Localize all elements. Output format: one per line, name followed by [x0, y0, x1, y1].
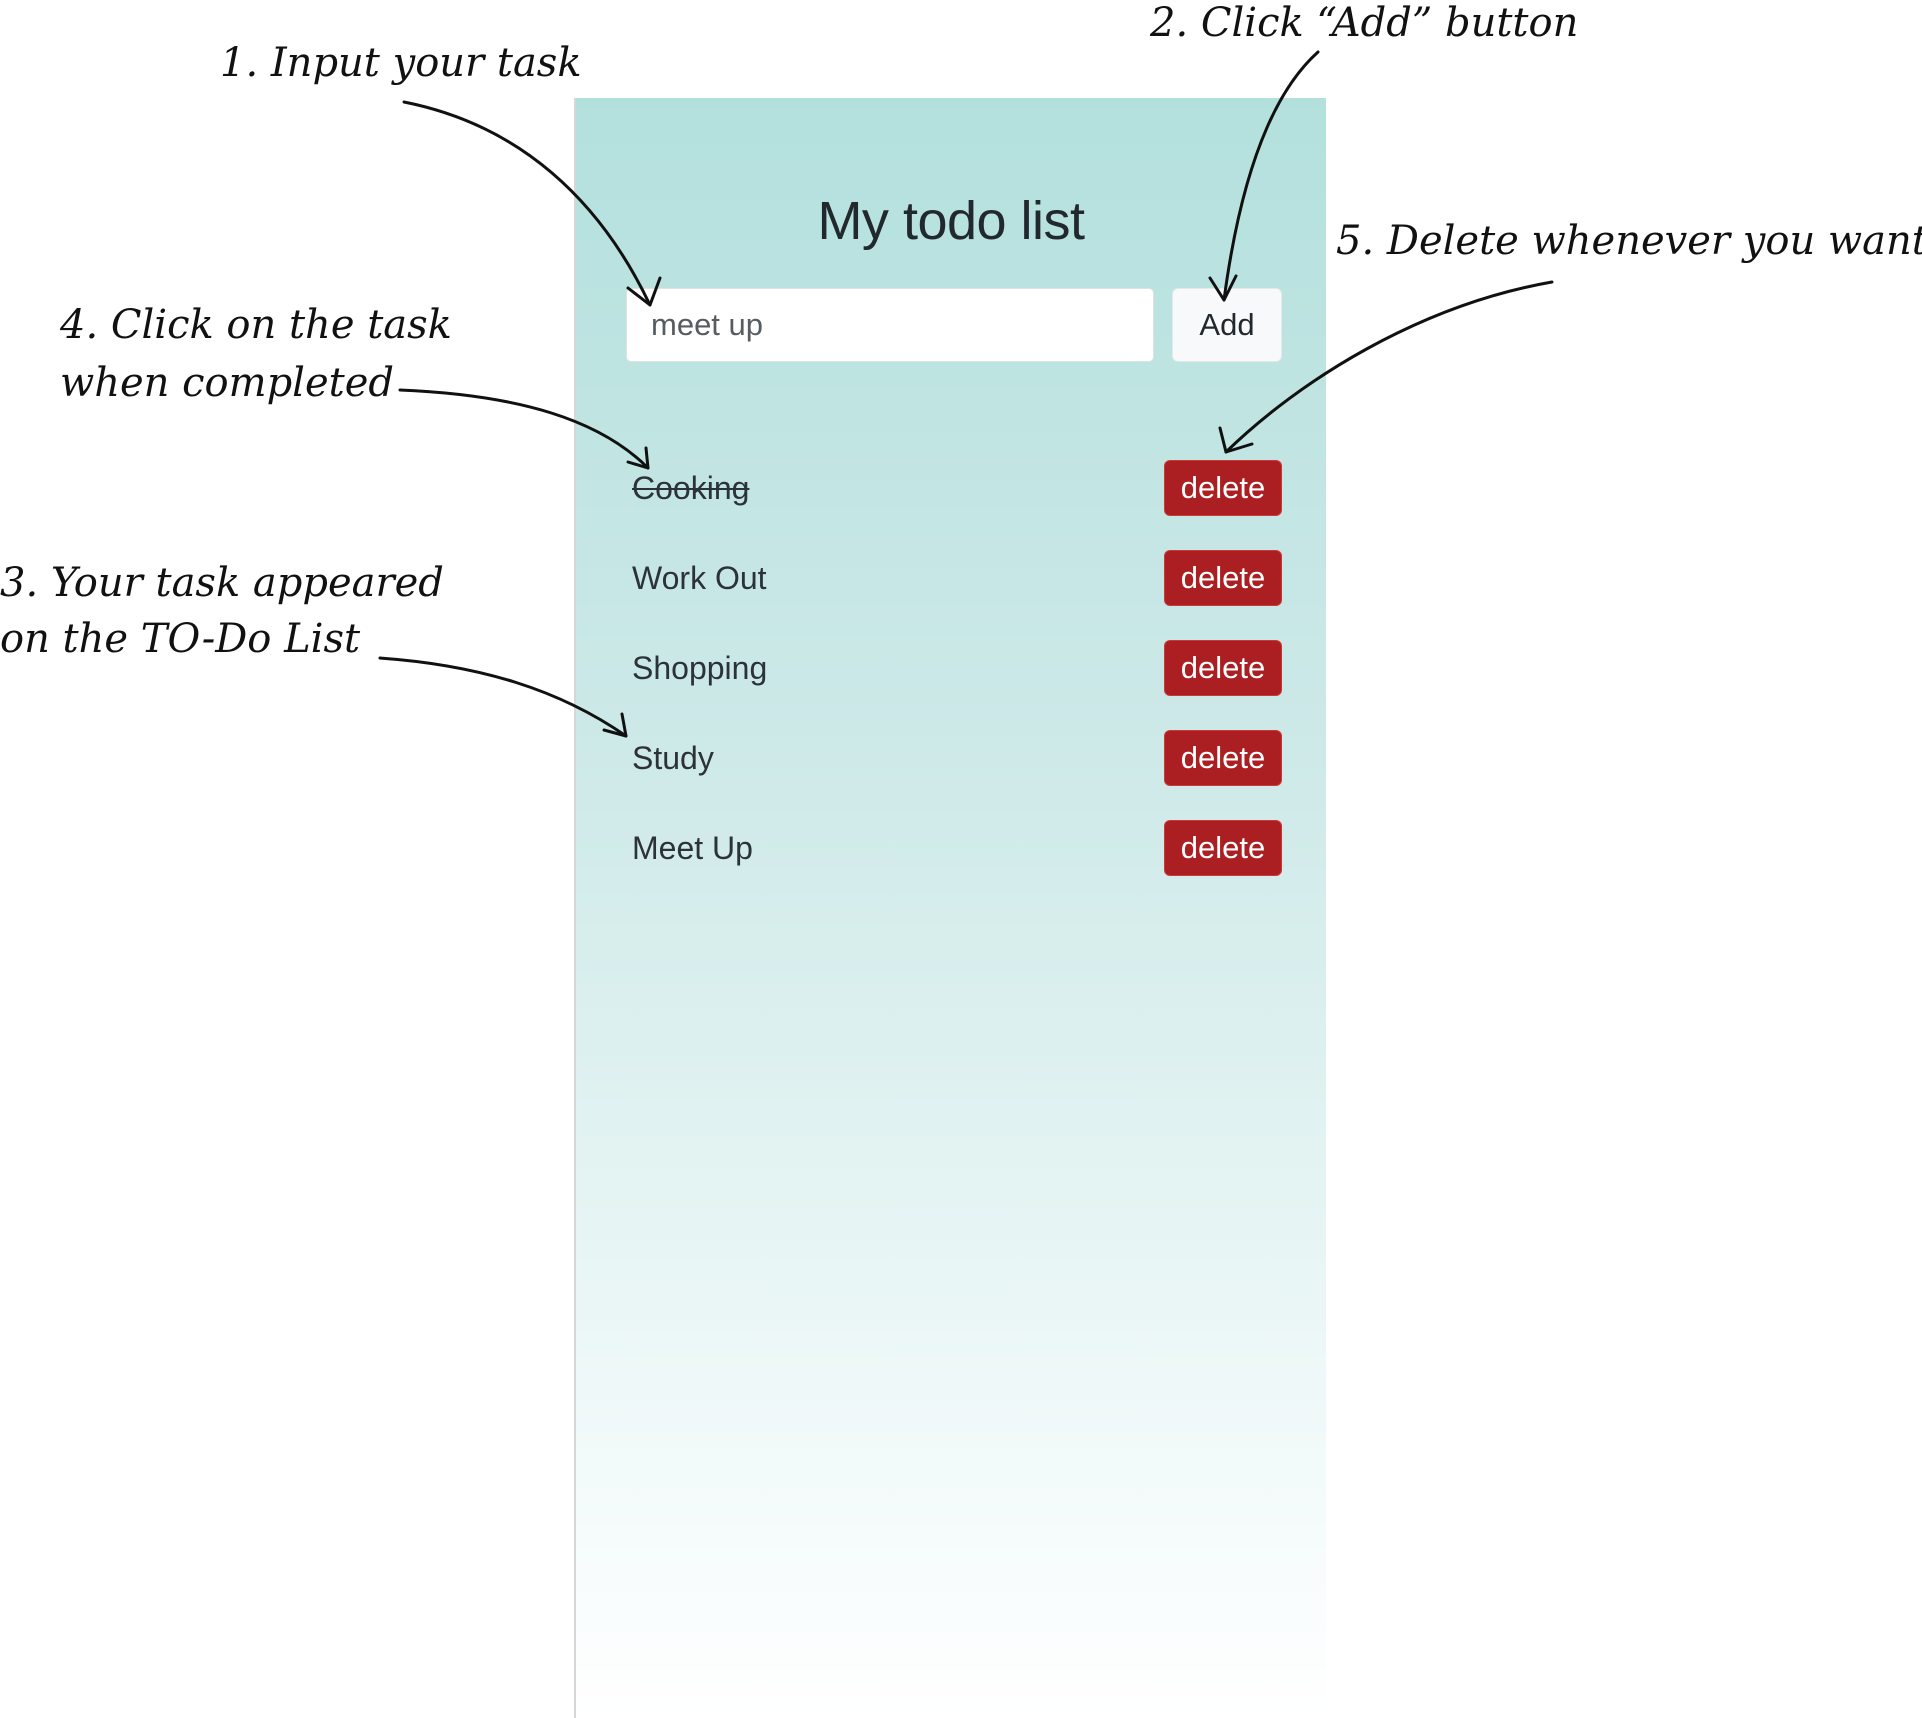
todo-text[interactable]: Study: [632, 740, 714, 776]
todo-item[interactable]: Cooking delete: [632, 460, 1282, 550]
todo-text[interactable]: Cooking: [632, 470, 750, 506]
annotation-step3-line2: on the TO-Do List: [0, 616, 361, 662]
delete-button[interactable]: delete: [1164, 820, 1282, 876]
todo-text[interactable]: Shopping: [632, 650, 768, 686]
annotation-step2: 2. Click “Add” button: [1150, 0, 1579, 46]
todo-item[interactable]: Study delete: [632, 730, 1282, 820]
arrow-step3: [378, 656, 628, 738]
todo-text[interactable]: Meet Up: [632, 830, 753, 866]
delete-button[interactable]: delete: [1164, 730, 1282, 786]
delete-button[interactable]: delete: [1164, 460, 1282, 516]
arrow-step1: [402, 100, 652, 307]
annotation-step1: 1. Input your task: [220, 40, 582, 86]
app-title: My todo list: [817, 191, 1085, 251]
todo-list: Cooking delete Work Out delete Shopping …: [632, 460, 1282, 910]
annotation-step5: 5. Delete whenever you want: [1336, 218, 1922, 264]
todo-app-panel: My todo list Add Cooking delete Work Out…: [574, 98, 1326, 1718]
arrow-step2: [1222, 50, 1320, 302]
arrow-step4: [398, 388, 650, 470]
arrow-step5: [1224, 280, 1554, 454]
todo-item[interactable]: Shopping delete: [632, 640, 1282, 730]
annotation-step4-line1: 4. Click on the task: [60, 302, 452, 348]
task-input[interactable]: [626, 288, 1154, 362]
todo-item[interactable]: Work Out delete: [632, 550, 1282, 640]
annotation-step3-line1: 3. Your task appeared: [0, 560, 444, 606]
add-button[interactable]: Add: [1172, 288, 1282, 362]
delete-button[interactable]: delete: [1164, 550, 1282, 606]
todo-text[interactable]: Work Out: [632, 560, 767, 596]
annotation-step4-line2: when completed: [60, 360, 394, 406]
todo-item[interactable]: Meet Up delete: [632, 820, 1282, 910]
delete-button[interactable]: delete: [1164, 640, 1282, 696]
